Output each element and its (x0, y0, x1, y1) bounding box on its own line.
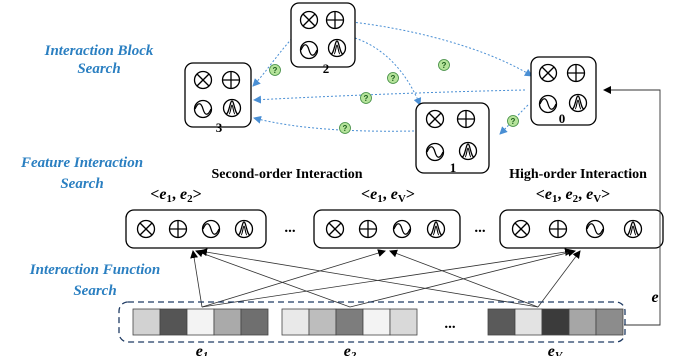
question-badge: ? (507, 115, 519, 127)
embedding-cell (568, 308, 597, 336)
interaction-block-0: 0 (530, 56, 597, 126)
interaction-function-row-1 (125, 209, 267, 249)
edge-0-3 (253, 89, 526, 104)
block-number: 3 (216, 120, 223, 135)
question-badge: ? (360, 92, 372, 104)
embedding-label-e2: e2 (344, 343, 357, 356)
embedding-cell (389, 308, 418, 336)
oplus-icon (221, 70, 241, 90)
embedding-cell (281, 308, 310, 336)
oplus-icon (168, 219, 188, 239)
interaction-block-1: 1 (415, 102, 490, 175)
question-badge: ? (438, 59, 450, 71)
svg-text:?: ? (511, 117, 516, 126)
embedding-cell (240, 308, 269, 336)
tuple-e1-e2-eV: <e1, e2, eV> (536, 186, 611, 205)
tuple-e1-eV: <e1, eV> (361, 186, 415, 205)
second-order-heading: Second-order Interaction (212, 167, 363, 182)
embedding-cell (335, 308, 364, 336)
svg-text:?: ? (343, 124, 348, 133)
embedding-container (118, 301, 626, 343)
embedding-cells (132, 308, 624, 336)
embedding-label-eV: eV (548, 343, 564, 356)
svg-text:?: ? (364, 94, 369, 103)
ellipsis: ... (474, 220, 486, 236)
interaction-function-search-label-line2: Search (73, 283, 116, 299)
interaction-block-search-label-line2: Search (77, 61, 120, 77)
embedding-cell (132, 308, 161, 336)
edge-1-3 (253, 115, 415, 132)
embedding-feedback-edge (603, 86, 661, 326)
svg-text:?: ? (273, 66, 278, 75)
oplus-icon (548, 219, 568, 239)
high-order-heading: High-order Interaction (509, 167, 647, 182)
embedding-cell (159, 308, 188, 336)
embedding-cell (308, 308, 337, 336)
tuple-e1-e2: <e1, e2> (150, 186, 201, 205)
interaction-function-row-2 (313, 209, 461, 249)
interaction-function-search-label-line1: Interaction Function (29, 262, 160, 278)
oplus-icon (566, 63, 586, 83)
ellipsis: ... (284, 220, 296, 236)
block-number: 2 (323, 61, 330, 76)
block-number: 0 (559, 111, 566, 126)
question-badge: ? (269, 64, 281, 76)
oplus-icon (456, 109, 476, 129)
edge-2-0 (351, 21, 533, 77)
interaction-function-row-3 (499, 209, 664, 249)
question-badges: ? ? ? ? ? ? (269, 59, 519, 134)
oplus-icon (325, 10, 345, 30)
embedding-cell (514, 308, 543, 336)
embedding-cell (186, 308, 215, 336)
embedding-cell (362, 308, 391, 336)
question-badge: ? (339, 122, 351, 134)
interaction-block-2: 2 (290, 2, 356, 76)
interaction-block-3: 3 (184, 62, 252, 135)
embedding-to-function-edges (190, 248, 581, 308)
svg-text:?: ? (442, 61, 447, 70)
embedding-cell (595, 308, 624, 336)
svg-text:?: ? (391, 74, 396, 83)
question-badge: ? (387, 72, 399, 84)
embedding-e-label: e (651, 289, 658, 306)
feature-interaction-search-label-line1: Feature Interaction (20, 155, 143, 171)
embedding-cell (487, 308, 516, 336)
interaction-block-search-label-line1: Interaction Block (44, 43, 154, 59)
block-number: 1 (450, 160, 457, 175)
embedding-label-e1: e1 (196, 343, 209, 356)
ellipsis: ... (444, 316, 456, 332)
oplus-icon (358, 219, 378, 239)
feature-interaction-search-label-line2: Search (60, 176, 103, 192)
embedding-cell (213, 308, 242, 336)
embedding-cell (541, 308, 570, 336)
